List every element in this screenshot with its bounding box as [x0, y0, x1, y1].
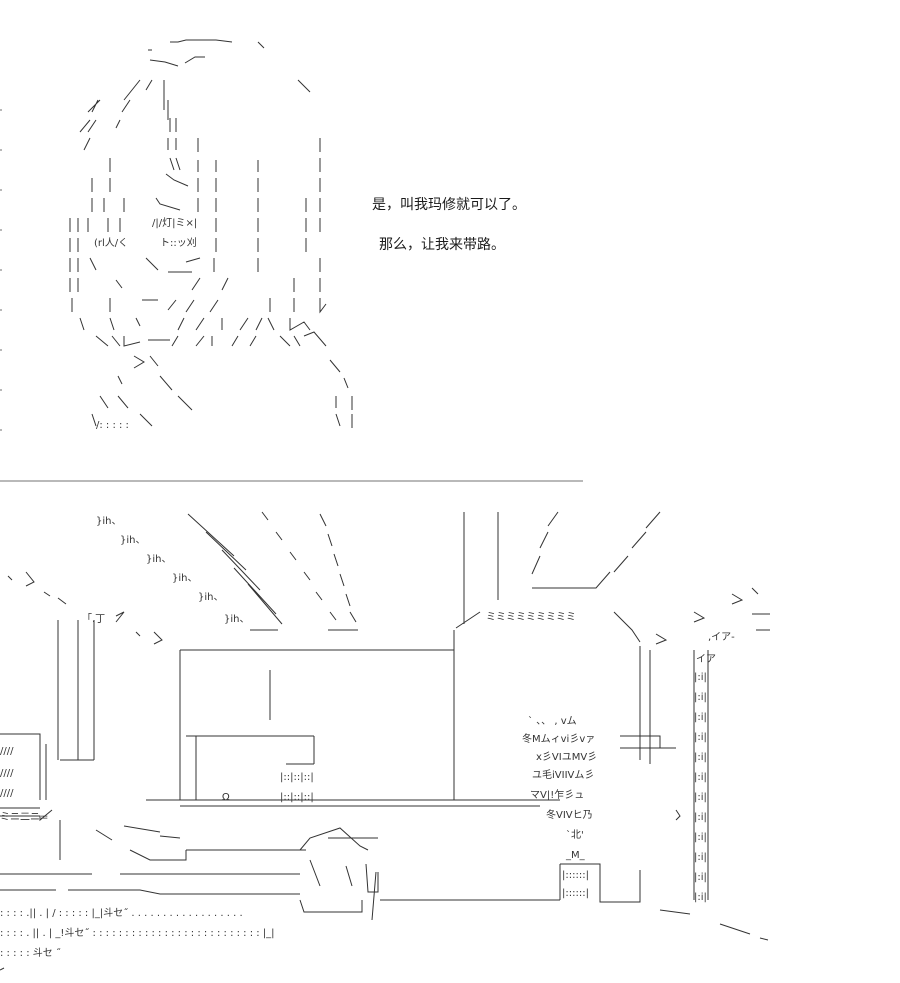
svg-text:|::::::|: |::::::| [562, 870, 589, 881]
svg-text:` 、、 , vム: ` 、、 , vム [528, 715, 577, 727]
svg-text:`北': `北' [566, 829, 584, 841]
svg-text:|:i|: |:i| [694, 892, 707, 903]
svg-text:|:i|: |:i| [694, 752, 707, 763]
dialogue-line-2: 那么，让我来带路。 [379, 237, 505, 253]
svg-text:ミミミミミミミミミ: ミミミミミミミミミ [486, 612, 576, 623]
svg-text:: : : : .|| . | / : : : : : |: : : : : .|| . | / : : : : : |_|斗セ˝ . . .… [0, 907, 243, 919]
svg-text:/: : : : :: /: : : : : [96, 420, 129, 431]
svg-text:|:i|: |:i| [694, 732, 707, 743]
svg-text:////: //// [0, 746, 14, 757]
svg-text:/|/灯|ミ×|: /|/灯|ミ×| [152, 217, 197, 229]
left-edge-marks [0, 109, 2, 431]
svg-text:}ih、: }ih、 [172, 573, 197, 584]
svg-text:}ih、: }ih、 [96, 516, 121, 527]
svg-text:////: //// [0, 788, 14, 799]
svg-text:: : : : : 斗セ ˝: : : : : : 斗セ ˝ [0, 947, 61, 959]
svg-text:|:i|: |:i| [694, 852, 707, 863]
svg-text:,イア-: ,イア- [708, 632, 735, 643]
svg-text:イア: イア [696, 654, 716, 665]
svg-text:|:i|: |:i| [694, 792, 707, 803]
svg-text:(rl人/く: (rl人/く [94, 237, 128, 249]
svg-text:////: //// [0, 768, 14, 779]
character-figure: /|/灯|ミ×| (rl人/く ト::ッ刈 /: : : : : [69, 39, 353, 431]
svg-text:|:i|: |:i| [694, 772, 707, 783]
svg-text:ミニ二ニ=: ミニ二ニ= [0, 812, 48, 823]
svg-text:_M_: _M_ [565, 850, 586, 861]
svg-text:|:i|: |:i| [694, 832, 707, 843]
svg-text:|:i|: |:i| [694, 812, 707, 823]
svg-text:|::::::|: |::::::| [562, 888, 589, 899]
svg-text:|::|::|::|: |::|::|::| [280, 772, 314, 783]
room-scene: }ih、 }ih、 }ih、 }ih、 }ih、 }ih、 「.丁 //// /… [0, 511, 770, 971]
svg-text:: : : : . || . | _!斗セ˝ : : : :: : : : : . || . | _!斗セ˝ : : : : : : : : :… [0, 927, 275, 939]
svg-text:}ih、: }ih、 [120, 535, 145, 546]
svg-text:「.丁: 「.丁 [82, 613, 105, 625]
svg-text:Ω: Ω [222, 792, 230, 803]
svg-text:}ih、: }ih、 [198, 592, 223, 603]
svg-text:ユ毛iVIIVム彡: ユ毛iVIIVム彡 [532, 769, 594, 781]
svg-text:冬VIVヒ乃: 冬VIVヒ乃 [546, 808, 593, 821]
svg-text:|:i|: |:i| [694, 872, 707, 883]
svg-text:|:i|: |:i| [694, 712, 707, 723]
svg-text:}ih、: }ih、 [224, 614, 249, 625]
svg-text:x彡VIユMV彡: x彡VIユMV彡 [536, 752, 597, 763]
svg-text:|:i|: |:i| [694, 692, 707, 703]
svg-text:|::|::|::|: |::|::|::| [280, 792, 314, 803]
svg-text:ト::ッ刈: ト::ッ刈 [160, 236, 197, 249]
svg-text:マV|!乍彡ュ: マV|!乍彡ュ [530, 788, 584, 801]
svg-text:|:i|: |:i| [694, 672, 707, 683]
svg-text:冬Mムィvi彡vァ: 冬Mムィvi彡vァ [522, 732, 595, 745]
dialogue-line-1: 是，叫我玛修就可以了。 [372, 197, 526, 213]
svg-text:}ih、: }ih、 [146, 554, 171, 565]
